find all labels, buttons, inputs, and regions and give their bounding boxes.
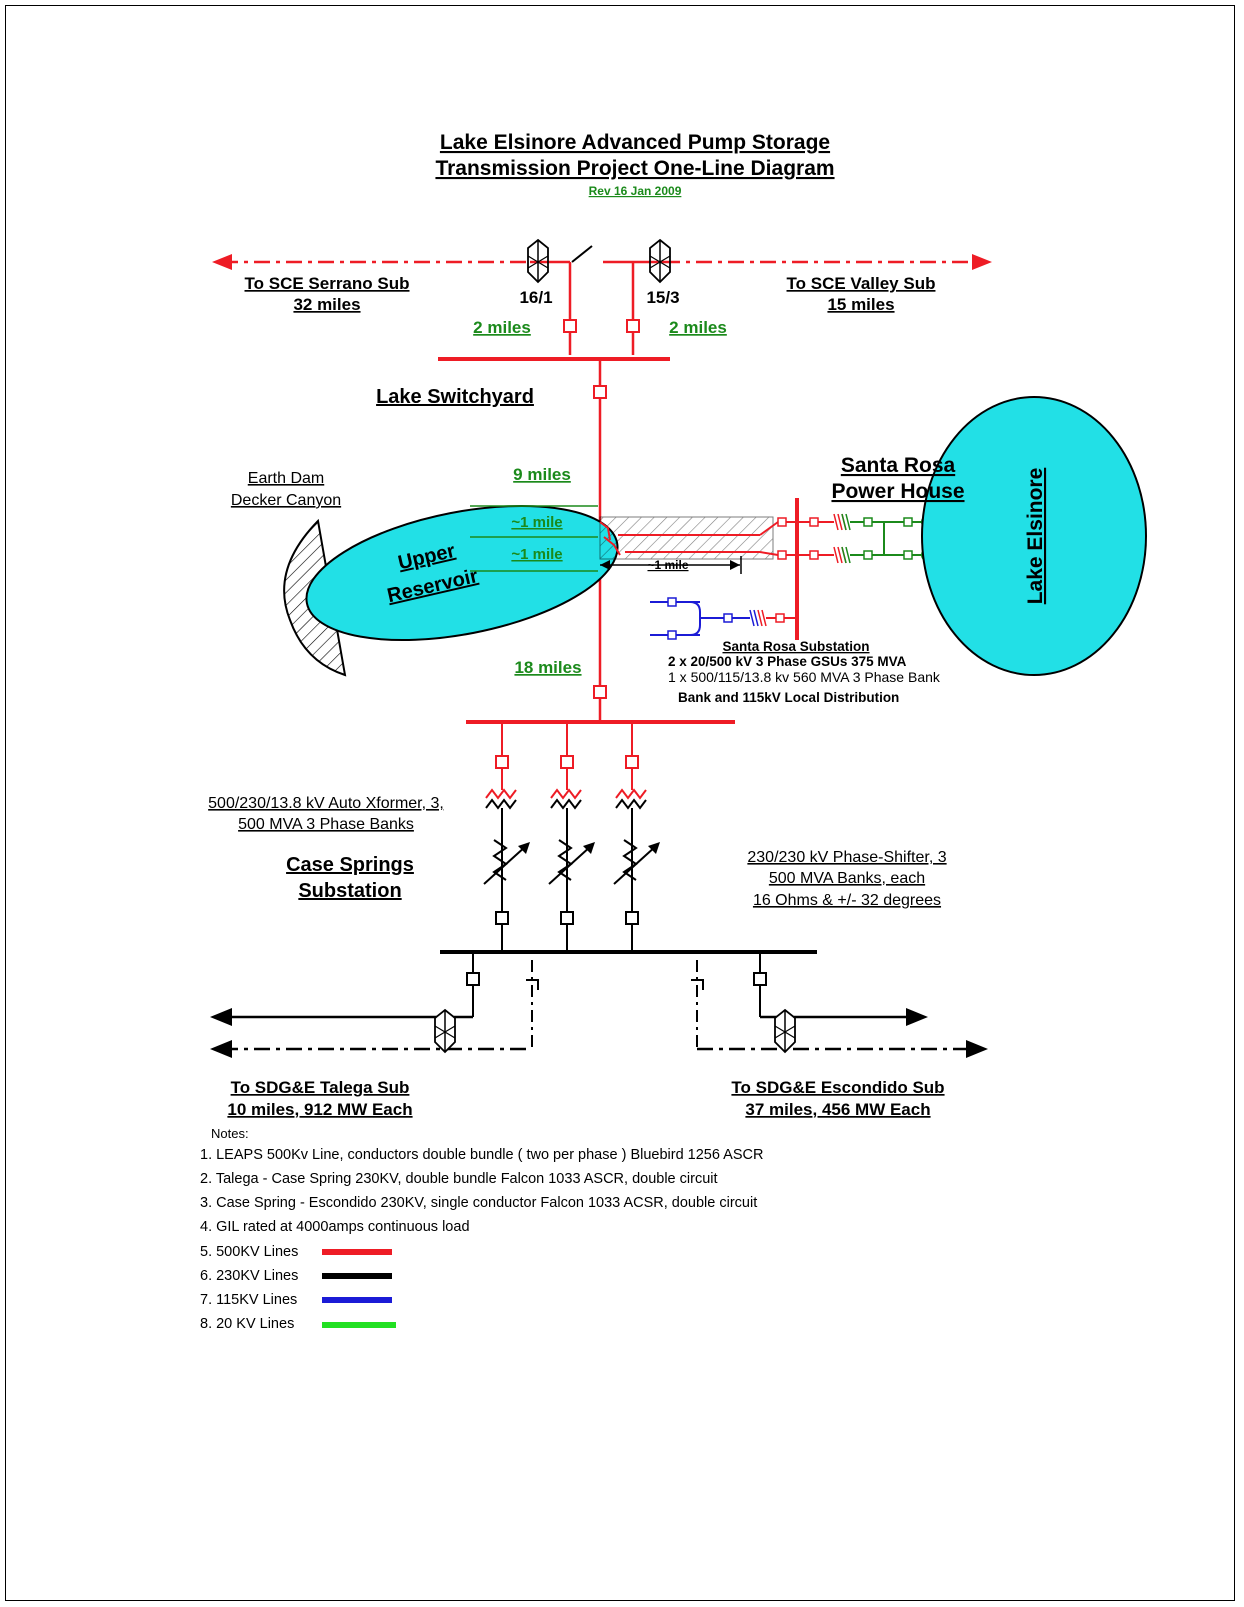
tap-right-label: 2 miles <box>669 318 727 337</box>
santa-rosa-desc2: 1 x 500/115/13.8 kv 560 MVA 3 Phase Bank <box>668 669 941 685</box>
power-house-feeds <box>777 513 935 564</box>
gil-tunnel <box>599 516 779 574</box>
tower-right-label: 15/3 <box>646 288 679 307</box>
lake-elsinore-shape <box>921 396 1147 676</box>
branch-2 <box>548 722 595 942</box>
talega-230kv-lines <box>210 952 539 1058</box>
case-springs-line2: Substation <box>298 880 401 902</box>
legend-500kv-label: 5. 500KV Lines <box>200 1244 298 1260</box>
tower-16-1-icon <box>527 238 549 284</box>
lake-elsinore-label: Lake Elsinore <box>1024 468 1047 605</box>
tower-left-label: 16/1 <box>519 288 552 307</box>
legend-20kv-label: 8. 20 KV Lines <box>200 1316 294 1332</box>
nine-miles-label: 9 miles <box>513 465 571 484</box>
branch-ties <box>501 924 633 952</box>
shifter-desc1: 230/230 kV Phase-Shifter, 3 <box>747 849 946 866</box>
lake-switchyard-label: Lake Switchyard <box>376 386 534 408</box>
power-house-line2: Power House <box>831 480 964 503</box>
left-dist-label: 32 miles <box>293 295 360 314</box>
page-frame <box>5 5 1235 1601</box>
tunnel-seg3-label: ~1 mile <box>647 558 688 572</box>
shifter-desc2: 500 MVA Banks, each <box>769 870 925 887</box>
note-4: 4. GIL rated at 4000amps continuous load <box>200 1219 470 1235</box>
talega-dest-label: To SDG&E Talega Sub <box>231 1078 410 1097</box>
power-house-line1: Santa Rosa <box>841 454 956 477</box>
title-line2: Transmission Project One-Line Diagram <box>435 157 834 180</box>
revision-label: Rev 16 Jan 2009 <box>589 184 682 198</box>
xformer-desc1: 500/230/13.8 kV Auto Xformer, 3, <box>208 795 444 812</box>
local-115kv-distribution <box>650 597 797 640</box>
branch-3 <box>613 722 660 942</box>
intake-20kv-lines <box>470 505 598 572</box>
tunnel-seg2-label: ~1 mile <box>511 546 562 563</box>
earth-dam-line1: Earth Dam <box>248 470 324 487</box>
escondido-dest-label: To SDG&E Escondido Sub <box>731 1078 944 1097</box>
tunnel-seg1-label: ~1 mile <box>511 514 562 531</box>
escondido-info-label: 37 miles, 456 MW Each <box>745 1100 930 1119</box>
shifter-desc3: 16 Ohms & +/- 32 degrees <box>753 892 941 909</box>
notes-header: Notes: <box>211 1126 249 1141</box>
xformer-desc2: 500 MVA 3 Phase Banks <box>238 816 414 833</box>
earth-dam-line2: Decker Canyon <box>231 492 341 509</box>
right-dist-label: 15 miles <box>827 295 894 314</box>
case-springs-line1: Case Springs <box>286 854 414 876</box>
left-dest-label: To SCE Serrano Sub <box>245 274 410 293</box>
santa-rosa-desc1: 2 x 20/500 kV 3 Phase GSUs 375 MVA <box>668 654 907 669</box>
note-3: 3. Case Spring - Escondido 230KV, single… <box>200 1195 757 1211</box>
note-2: 2. Talega - Case Spring 230KV, double bu… <box>200 1171 718 1187</box>
legend-115kv-label: 7. 115KV Lines <box>200 1292 297 1308</box>
note-1: 1. LEAPS 500Kv Line, conductors double b… <box>200 1147 763 1163</box>
tower-15-3-icon <box>649 238 671 284</box>
top-500kv-line <box>212 245 992 355</box>
eighteen-miles-label: 18 miles <box>514 658 581 677</box>
santa-rosa-desc3: Bank and 115kV Local Distribution <box>678 690 899 705</box>
right-dest-label: To SCE Valley Sub <box>787 274 936 293</box>
santa-rosa-sub-label: Santa Rosa Substation <box>722 639 869 654</box>
talega-gil-tower-icon <box>434 1008 456 1054</box>
branch-1 <box>483 722 530 942</box>
escondido-gil-tower-icon <box>774 1008 796 1054</box>
talega-info-label: 10 miles, 912 MW Each <box>227 1100 412 1119</box>
legend-230kv-label: 6. 230KV Lines <box>200 1268 298 1284</box>
title-line1: Lake Elsinore Advanced Pump Storage <box>440 131 830 154</box>
escondido-230kv-lines <box>691 952 988 1058</box>
tap-left-label: 2 miles <box>473 318 531 337</box>
